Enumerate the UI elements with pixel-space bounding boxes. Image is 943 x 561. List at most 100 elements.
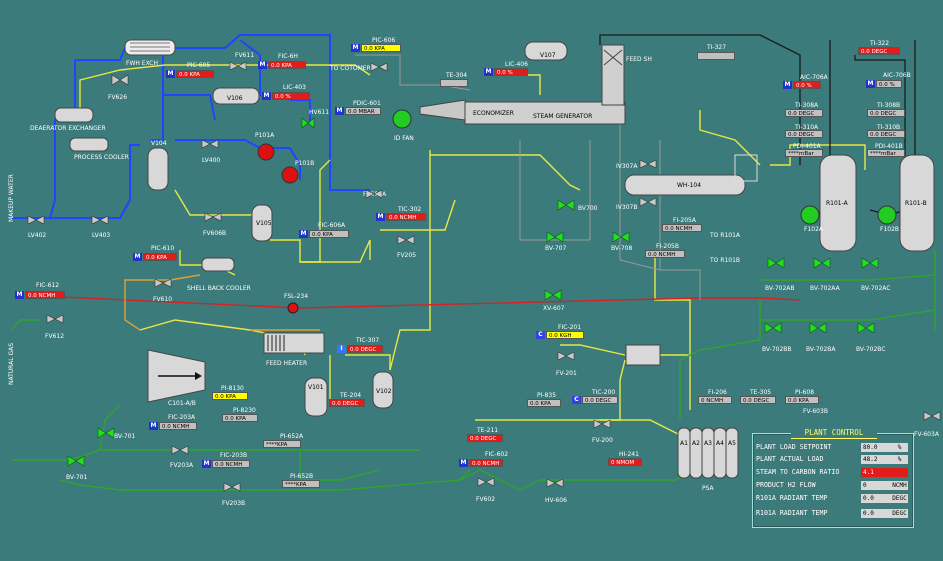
valve-hv606[interactable]: HV-606 — [545, 497, 567, 504]
natural-gas-label: NATURAL GAS — [8, 342, 15, 385]
f102b-label: F102B — [880, 226, 900, 233]
valve-lv403[interactable]: LV403 — [92, 232, 111, 239]
te305-value: 0.0 DEGC — [740, 396, 776, 404]
valve-fv201[interactable]: FV-201 — [556, 370, 577, 377]
fic6h-value[interactable]: 0.0 KPA — [268, 61, 306, 69]
valve-fv205[interactable]: FV205 — [397, 252, 417, 259]
fic201-tag: FIC-201 — [558, 324, 582, 331]
valve-fv200[interactable]: FV-200 — [592, 437, 613, 444]
plant-load-setpoint-value[interactable]: 80.0 — [861, 443, 891, 452]
pic605-value[interactable]: 0.0 KPA — [176, 70, 214, 78]
radiant-temp-2-unit: DEGC — [891, 509, 908, 518]
valve-fv612[interactable]: FV612 — [45, 333, 65, 340]
v106-label: V106 — [227, 95, 243, 102]
aic706b-value[interactable]: 0.0 % — [876, 80, 902, 88]
pdic601-value[interactable]: 0.0 MBAR — [345, 107, 381, 115]
valve-bv700[interactable]: BV700 — [578, 205, 598, 212]
tic200-mode[interactable]: C — [572, 396, 581, 404]
makeup-water-label: MAKEUP WATER — [8, 174, 15, 222]
fic201-mode[interactable]: C — [536, 331, 545, 339]
fi206-tag: FI-206 — [708, 389, 727, 396]
valve-fv606a[interactable]: FV606A — [363, 191, 387, 198]
te304-tag: TE-304 — [446, 72, 468, 79]
pdi401b-value: ****mBar — [867, 149, 905, 157]
ti308b-value: 0.0 DEGC — [867, 109, 905, 117]
fic6h-mode[interactable]: M — [258, 61, 267, 69]
aic706a-value[interactable]: 0.0 % — [793, 81, 821, 89]
pi835-tag: PI-835 — [537, 392, 557, 399]
plant-actual-load-unit: % — [891, 455, 908, 464]
pdi401b-tag: PDI-401B — [875, 143, 903, 150]
fic201-value[interactable]: 0.0 KGH — [546, 331, 584, 339]
pic606-value[interactable]: 0.0 KPA — [361, 44, 401, 52]
lic403-value[interactable]: 0.0 % — [272, 92, 310, 100]
valve-bv708[interactable]: BV-708 — [611, 245, 633, 252]
radiant-temp-1-label: R101A RADIANT TEMP — [756, 494, 828, 502]
valve-bv702aa[interactable]: BV-702AA — [810, 285, 840, 292]
fic203b-value[interactable]: 0.0 NCMH — [212, 460, 250, 468]
pic610-tag: PIC-610 — [151, 245, 175, 252]
pdic601-tag: PDIC-601 — [353, 100, 381, 107]
pic610-value[interactable]: 0.0 KPA — [143, 253, 177, 261]
fic602-value[interactable]: 0.0 NCMH — [469, 459, 503, 467]
fic203a-value[interactable]: 0.0 NCMH — [159, 422, 197, 430]
pic606-tag: PIC-606 — [372, 37, 396, 44]
valve-bv707[interactable]: BV-707 — [545, 245, 567, 252]
tic200-value[interactable]: 0.0 DEGC — [582, 396, 618, 404]
lic406-mode[interactable]: M — [484, 68, 493, 76]
valve-fv611[interactable]: FV611 — [235, 52, 255, 59]
fic203b-mode[interactable]: M — [202, 460, 211, 468]
fic602-mode[interactable]: M — [459, 459, 468, 467]
pic605-mode[interactable]: M — [166, 70, 175, 78]
valve-bv702bc[interactable]: BV-702BC — [856, 346, 886, 353]
pic606-mode[interactable]: M — [351, 44, 360, 52]
fic606a-value[interactable]: 0.0 KPA — [309, 230, 349, 238]
valve-bv702bb[interactable]: BV-702BB — [762, 346, 792, 353]
tic307-mode[interactable]: I — [337, 345, 346, 353]
valve-iv307a[interactable]: IV307A — [616, 163, 638, 170]
pdic601-mode[interactable]: M — [335, 107, 344, 115]
feed-sh-label: FEED SH — [626, 56, 652, 63]
valve-bv702ab[interactable]: BV-702AB — [765, 285, 795, 292]
te305-tag: TE-305 — [750, 389, 772, 396]
fic612-mode[interactable]: M — [15, 291, 24, 299]
valve-xv607[interactable]: XV-607 — [543, 305, 565, 312]
fic606a-tag: FIC-606A — [318, 222, 346, 229]
valve-fv203a[interactable]: FV203A — [170, 462, 194, 469]
valve-iv307b[interactable]: IV307B — [616, 204, 638, 211]
steam-carbon-ratio-value[interactable]: 4.1 — [861, 468, 908, 477]
valve-hv611[interactable]: HV611 — [309, 109, 330, 116]
valve-bv701[interactable]: BV-701 — [66, 474, 88, 481]
valve-fv626[interactable]: FV626 — [108, 94, 128, 101]
valve-fv602[interactable]: FV602 — [476, 496, 496, 503]
tic302-mode[interactable]: M — [376, 213, 385, 221]
fi205a-tag: FI-205A — [673, 217, 696, 224]
hi241-value[interactable]: 0 NMOM — [608, 458, 642, 466]
valve-bv701-upper[interactable]: BV-701 — [114, 433, 136, 440]
valve-lv402[interactable]: LV402 — [28, 232, 47, 239]
valve-bv702ba[interactable]: BV-702BA — [806, 346, 836, 353]
fic612-value[interactable]: 0.0 NCMH — [25, 291, 65, 299]
valve-fv610[interactable]: FV610 — [153, 296, 173, 303]
valve-bv702ac[interactable]: BV-702AC — [861, 285, 891, 292]
valve-fv203b[interactable]: FV203B — [222, 500, 246, 507]
pic610-mode[interactable]: M — [133, 253, 142, 261]
fic606a-mode[interactable]: M — [299, 230, 308, 238]
tic307-value[interactable]: 0.0 DEGC — [347, 345, 383, 353]
valve-fv606b[interactable]: FV606B — [203, 230, 227, 237]
to-customer-label: TO COTOMER — [330, 65, 371, 72]
aic706a-mode[interactable]: M — [783, 81, 792, 89]
plant-actual-load-value: 48.2 — [861, 455, 891, 464]
tic302-value[interactable]: 0.0 NCMH — [386, 213, 426, 221]
valve-fv603b[interactable]: FV-603B — [803, 408, 828, 415]
fic203a-mode[interactable]: M — [149, 422, 158, 430]
valve-lv400[interactable]: LV400 — [202, 157, 221, 164]
tic200-tag: TIC-200 — [592, 389, 616, 396]
lic406-value[interactable]: 0.0 % — [494, 68, 528, 76]
product-h2-flow-value: 0 — [861, 481, 891, 490]
fi205b-tag: FI-205B — [656, 243, 679, 250]
lic403-mode[interactable]: M — [262, 92, 271, 100]
aic706b-mode[interactable]: M — [866, 80, 875, 88]
psa-label: PSA — [702, 485, 714, 492]
valve-fv603a[interactable]: FV-603A — [914, 431, 939, 438]
